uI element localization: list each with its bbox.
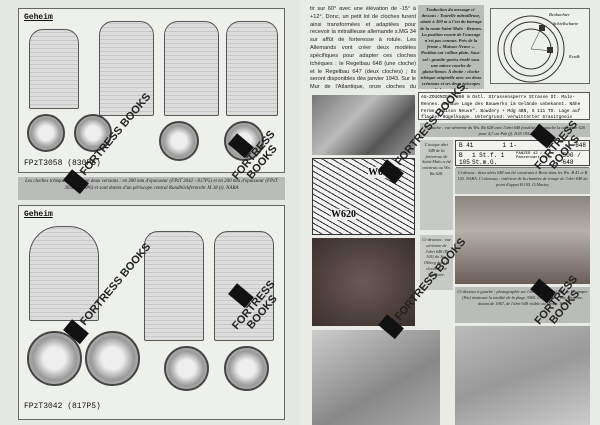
interior-photo: [455, 196, 590, 284]
side-caption: Ci-dessous : vue aérienne de l'abri 648 …: [420, 235, 453, 290]
side-caption: L'unique abri 648 de la forteresse de Sa…: [420, 140, 453, 230]
dark-photo: [312, 238, 415, 326]
caption-czech-cloches: Les cloches tchèques existent en deux ve…: [18, 177, 285, 200]
plan-label: FPzT3042 (817P5): [24, 402, 101, 411]
cloche-diagram: Beobachter Schießscharte Ecrdk: [490, 8, 590, 84]
translation-box: Traduction du message ci-dessous : Toure…: [418, 5, 484, 89]
body-text: tir sur 60° avec une élévation de -15° à…: [310, 6, 416, 91]
caption-bottom: Ci-dessous à gauche : photographie sur l…: [455, 287, 590, 323]
right-page: tir sur 60° avec une élévation de -15° à…: [300, 0, 600, 425]
plan-label: FPzT3058 (830P6): [24, 159, 101, 168]
plan-drawing-fpzt3042: Geheim FPzT3042 (817P5): [18, 205, 285, 420]
plan-title: Geheim: [24, 210, 53, 219]
plan-title: Geheim: [24, 13, 53, 22]
aerial-photo-bottom: [312, 330, 440, 425]
map-image: W616 W620: [312, 158, 415, 235]
left-page: Geheim FPzT3058 (830P6) Les cloches tchè…: [18, 8, 285, 420]
plan-drawing-fpzt3058: Geheim FPzT3058 (830P6): [18, 8, 285, 173]
aerial-photo: [312, 95, 415, 155]
cloche-cross-section: [497, 15, 565, 83]
caption-aerial: À gauche : vue aérienne du Wn. Ra 628 av…: [420, 123, 590, 137]
typed-message: AU-ZOUGNIES. 300 m Ostl. Strassensperre …: [418, 92, 590, 120]
caption-brest: Ci-dessus : deux abris 648 ont été const…: [455, 168, 590, 194]
aerial-photo-1967: [455, 326, 590, 425]
